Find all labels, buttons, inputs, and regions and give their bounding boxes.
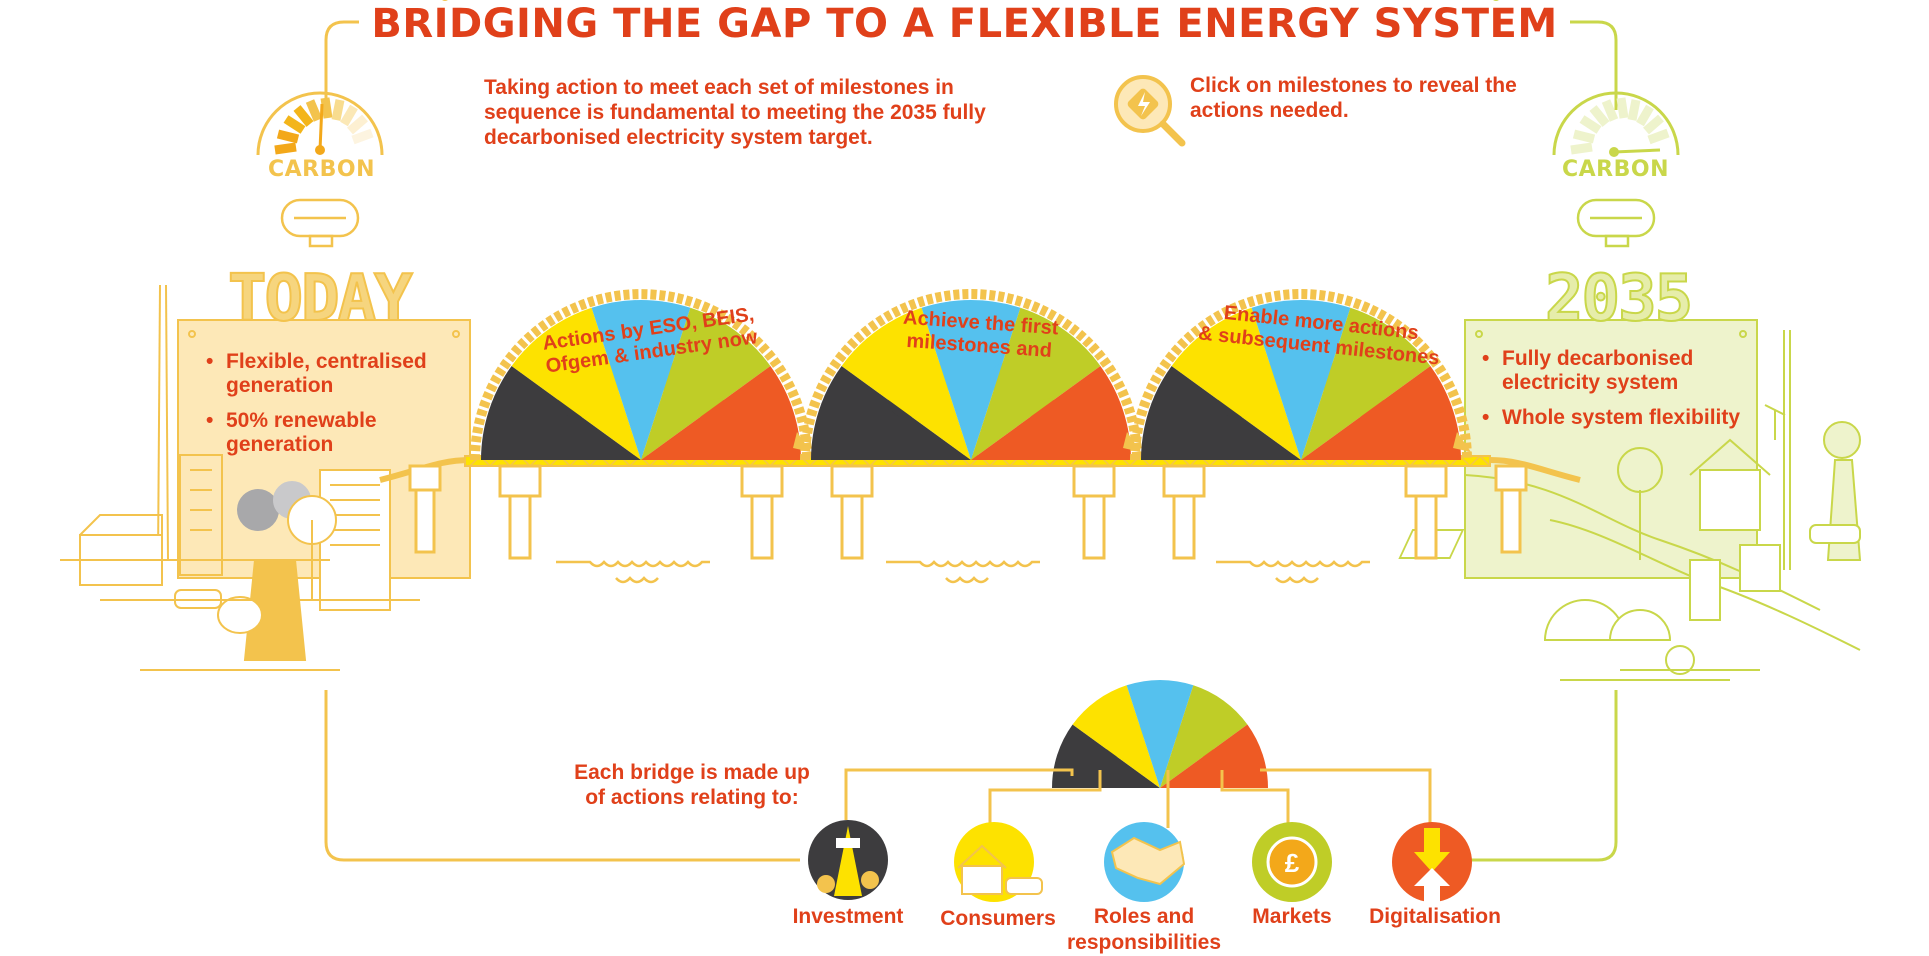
airship-right-icon xyxy=(1576,198,1656,248)
milestone-3-piece-consumers[interactable] xyxy=(1171,307,1301,460)
city-today-illustration xyxy=(60,284,420,671)
milestone-2-piece-roles[interactable] xyxy=(921,299,1021,460)
milestone-1-piece-digitalisation[interactable] xyxy=(641,366,801,460)
milestone-1-piece-investment[interactable] xyxy=(481,366,641,460)
future-bullet-2-text: Whole system flexibility xyxy=(1502,406,1741,429)
category-consumers[interactable]: Consumers xyxy=(940,907,1056,930)
milestone-1-piece-consumers[interactable] xyxy=(511,307,641,460)
carbon-gauge-right-icon xyxy=(1552,91,1680,157)
pound-coin-icon: £ xyxy=(1252,822,1332,902)
category-connectors xyxy=(844,768,1432,830)
mini-arch-piece-investment[interactable] xyxy=(1052,724,1160,789)
milestone-3-piece-digitalisation[interactable] xyxy=(1301,366,1461,460)
bridge-pillars xyxy=(408,464,1528,560)
mini-arch-legend xyxy=(1052,680,1269,789)
frame-line-right-bottom xyxy=(1470,690,1618,862)
milestone-2-piece-digitalisation[interactable] xyxy=(971,366,1131,460)
milestone-2-truss xyxy=(800,289,1142,461)
today-bullet-2: •50% renewable generation xyxy=(206,409,377,456)
today-bullet-1: •Flexible, centralised generation xyxy=(206,350,427,397)
magnifier-icon xyxy=(1114,75,1186,147)
frame-line-right-top xyxy=(1485,20,1618,110)
click-hint-text: Click on milestones to reveal the action… xyxy=(1190,74,1517,122)
today-label: TODAY xyxy=(227,261,414,337)
digitalisation-icon xyxy=(1392,822,1472,902)
frame-line-left-top xyxy=(324,20,430,110)
water-waves xyxy=(556,560,1370,584)
future-bullet-2: •Whole system flexibility xyxy=(1482,406,1741,429)
milestone-1-truss xyxy=(470,289,812,461)
milestone-3-piece-roles[interactable] xyxy=(1251,299,1351,460)
consumers-icon xyxy=(954,822,1043,902)
frame-line-left-bottom xyxy=(324,690,800,862)
milestone-3-arrow-icon xyxy=(1453,432,1471,452)
future-bullet-1: •Fully decarbonised electricity system xyxy=(1482,347,1694,394)
carbon-gauge-left-icon xyxy=(256,91,384,156)
svg-text:£: £ xyxy=(1285,848,1300,878)
intro-text: Taking action to meet each set of milest… xyxy=(484,76,986,149)
page-title-text: BRIDGING THE GAP TO A FLEXIBLE ENERGY SY… xyxy=(359,1,1570,47)
milestone-2-piece-consumers[interactable] xyxy=(841,307,971,460)
mini-arch-piece-digitalisation[interactable] xyxy=(1160,724,1269,789)
milestone-arches[interactable] xyxy=(470,289,1472,461)
category-investment[interactable]: Investment xyxy=(792,905,904,928)
carbon-label-left: CARBON xyxy=(268,157,375,182)
countryside-2035-illustration xyxy=(1398,330,1862,681)
investment-icon xyxy=(808,820,888,900)
mini-arch-piece-consumers[interactable] xyxy=(1072,685,1160,788)
future-bullet-1-text: Fully decarbonised electricity system xyxy=(1502,347,1694,394)
category-roles-and-responsibilities[interactable]: Roles and responsibilities xyxy=(1066,905,1222,954)
bridge-components-intro: Each bridge is made up of actions relati… xyxy=(574,761,810,809)
today-bullet-2-text: 50% renewable generation xyxy=(226,409,377,456)
milestone-2-piece-investment[interactable] xyxy=(811,366,971,460)
milestone-3-piece-investment[interactable] xyxy=(1141,366,1301,460)
handshake-icon xyxy=(1104,822,1186,902)
category-digitalisation[interactable]: Digitalisation xyxy=(1369,905,1501,928)
category-markets[interactable]: Markets xyxy=(1252,905,1332,928)
carbon-label-right: CARBON xyxy=(1562,157,1669,182)
milestone-1-piece-markets[interactable] xyxy=(641,307,771,460)
milestone-1-piece-roles[interactable] xyxy=(591,299,691,460)
page-title: BRIDGING THE GAP TO A FLEXIBLE ENERGY SY… xyxy=(0,0,1929,48)
mini-arch-piece-markets[interactable] xyxy=(1160,685,1248,788)
milestone-arch-1[interactable] xyxy=(470,289,812,461)
milestone-2-piece-markets[interactable] xyxy=(971,307,1101,460)
milestone-3-piece-markets[interactable] xyxy=(1301,307,1431,460)
milestone-arch-2[interactable] xyxy=(800,289,1142,461)
year-2035-label: 2035 xyxy=(1544,261,1694,337)
mini-arch-piece-roles[interactable] xyxy=(1126,680,1194,788)
milestone-3-truss xyxy=(1130,289,1472,461)
milestone-arch-3[interactable] xyxy=(1130,289,1472,461)
airship-left-icon xyxy=(280,198,360,248)
today-bullet-1-text: Flexible, centralised generation xyxy=(226,350,427,397)
